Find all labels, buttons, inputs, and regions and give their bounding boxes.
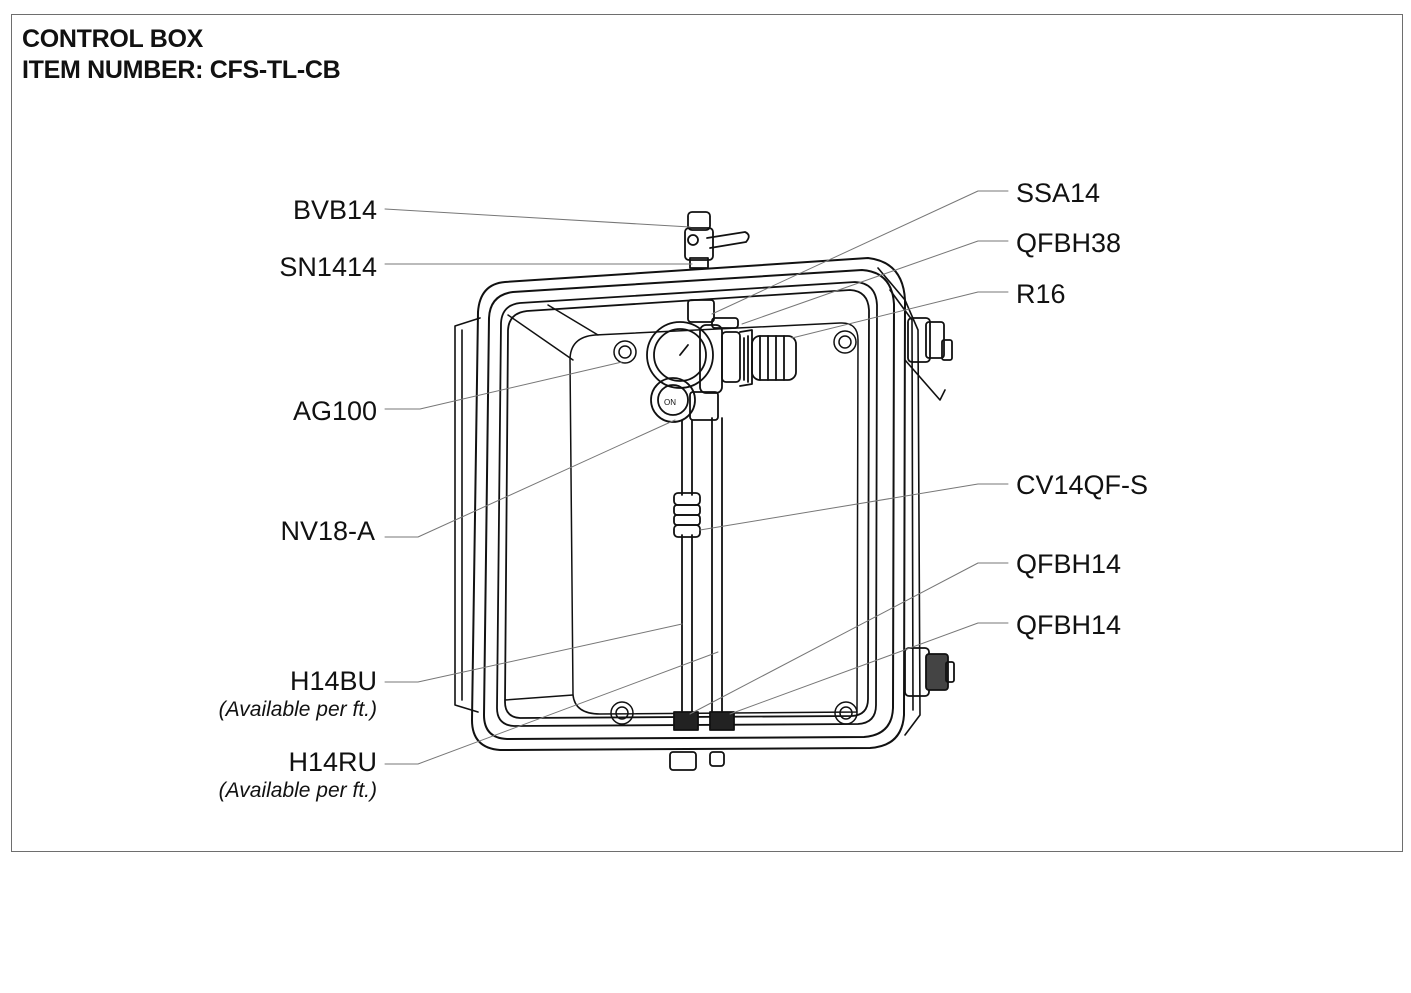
back-plate <box>504 304 859 715</box>
right-side-panel <box>877 267 946 736</box>
left-side-panel <box>454 317 481 713</box>
leader-bvb14 <box>384 208 691 228</box>
leader-cv14qfs <box>699 483 1009 531</box>
leader-qfbh14-lower <box>729 622 1009 715</box>
note-h14ru: (Available per ft.) <box>218 779 377 802</box>
leader-qfbh38 <box>741 240 1009 325</box>
label-h14ru: H14RU <box>288 747 377 777</box>
label-qfbh14-lower: QFBH14 <box>1016 610 1122 640</box>
label-qfbh14-upper: QFBH14 <box>1016 549 1122 579</box>
label-ag100: AG100 <box>292 396 377 426</box>
bottom-bulkheads <box>669 711 735 771</box>
label-cv14qfs: CV14QF-S <box>1016 470 1149 500</box>
regulator-assembly: ON <box>646 299 797 423</box>
enclosure-inner <box>496 281 878 727</box>
check-valve-cv14qf <box>673 492 701 538</box>
side-bulkhead-lower <box>904 647 955 697</box>
mounting-screws <box>610 330 858 725</box>
leader-nv18a <box>384 419 676 538</box>
leader-qfbh14-upper <box>689 562 1009 715</box>
label-h14bu: H14BU <box>289 666 377 696</box>
drawing-title: CONTROL BOX ITEM NUMBER: CFS-TL-CB <box>22 24 341 86</box>
note-h14bu: (Available per ft.) <box>218 698 377 721</box>
leader-h14ru <box>384 651 719 765</box>
label-ssa14: SSA14 <box>1016 178 1101 208</box>
leader-lines <box>384 190 1009 765</box>
title-item-number: ITEM NUMBER: CFS-TL-CB <box>22 56 341 84</box>
knob-marking: ON <box>664 398 676 407</box>
leader-ag100 <box>384 361 623 410</box>
label-qfbh38: QFBH38 <box>1016 228 1122 258</box>
enclosure-outer <box>471 257 906 751</box>
leader-r16 <box>791 291 1009 339</box>
hose-lines <box>681 417 723 716</box>
title-product: CONTROL BOX <box>22 25 203 53</box>
label-sn1414: SN1414 <box>279 252 377 282</box>
leader-h14bu <box>384 623 683 683</box>
drawing-frame <box>11 14 1403 852</box>
label-nv18a: NV18-A <box>280 516 375 546</box>
label-bvb14: BVB14 <box>292 195 377 225</box>
side-bulkhead-upper <box>907 317 953 363</box>
leader-ssa14 <box>711 190 1009 315</box>
label-r16: R16 <box>1016 279 1066 309</box>
ball-valve-bvb14 <box>684 211 750 269</box>
